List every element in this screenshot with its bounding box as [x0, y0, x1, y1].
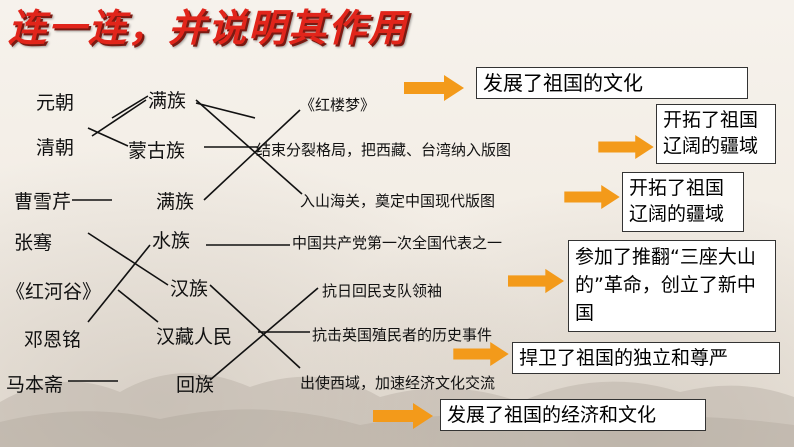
right-item: 结束分裂格局，把西藏、台湾纳入版图	[256, 141, 512, 159]
slide-title: 连一连，并说明其作用	[8, 6, 409, 50]
line-yuan-mongol	[111, 95, 149, 119]
right-item: 抗击英国殖民者的历史事件	[312, 326, 493, 344]
line-zhangqian-han	[87, 232, 169, 286]
arrow-icon	[508, 268, 564, 294]
answer-box: 发展了祖国的文化	[476, 67, 748, 99]
line-yuan-to-mongol	[87, 127, 129, 147]
middle-item: 水族	[152, 230, 191, 252]
answer-box: 开拓了祖国辽阔的疆域	[622, 172, 744, 232]
middle-item: 满族	[148, 90, 187, 112]
answer-box: 开拓了祖国辽阔的疆域	[656, 104, 776, 164]
left-item: 《红河谷》	[6, 281, 102, 303]
left-item: 马本斋	[6, 374, 64, 396]
line-han-silkroad	[209, 284, 301, 369]
middle-item: 满族	[156, 191, 195, 213]
line-hui-antijapan	[209, 287, 319, 381]
line-hongheru-hanzang	[117, 289, 159, 323]
right-item: 《红楼梦》	[300, 96, 376, 114]
line-deng-shui	[87, 244, 151, 323]
arrow-icon	[453, 342, 509, 366]
answer-box: 发展了祖国的经济和文化	[440, 399, 706, 431]
left-item: 张骞	[14, 232, 53, 254]
right-item: 抗日回民支队领袖	[322, 282, 443, 300]
middle-item: 蒙古族	[128, 140, 186, 162]
right-item: 入山海关，奠定中国现代版图	[300, 192, 496, 210]
line-manchu-hongloumeng	[203, 109, 301, 201]
answer-box: 参加了推翻“三座大山的”革命，创立了新中国	[568, 240, 776, 332]
left-item: 清朝	[36, 137, 75, 159]
left-item: 元朝	[36, 92, 75, 114]
middle-item: 汉族	[170, 278, 209, 300]
middle-item: 回族	[176, 374, 215, 396]
line-qing-manchu	[91, 99, 147, 137]
answer-box: 捍卫了祖国的独立和尊严	[512, 342, 780, 374]
left-item: 曹雪芹	[14, 191, 72, 213]
right-item: 中国共产党第一次全国代表之一	[292, 234, 503, 252]
right-item: 出使西域，加速经济文化交流	[300, 374, 496, 392]
arrow-icon	[564, 185, 620, 209]
line-manchu-unify	[195, 102, 256, 119]
arrow-icon	[373, 403, 433, 429]
middle-item: 汉藏人民	[156, 326, 233, 348]
arrow-icon	[598, 135, 654, 159]
arrow-icon	[404, 75, 464, 101]
left-item: 邓恩铭	[24, 329, 82, 351]
